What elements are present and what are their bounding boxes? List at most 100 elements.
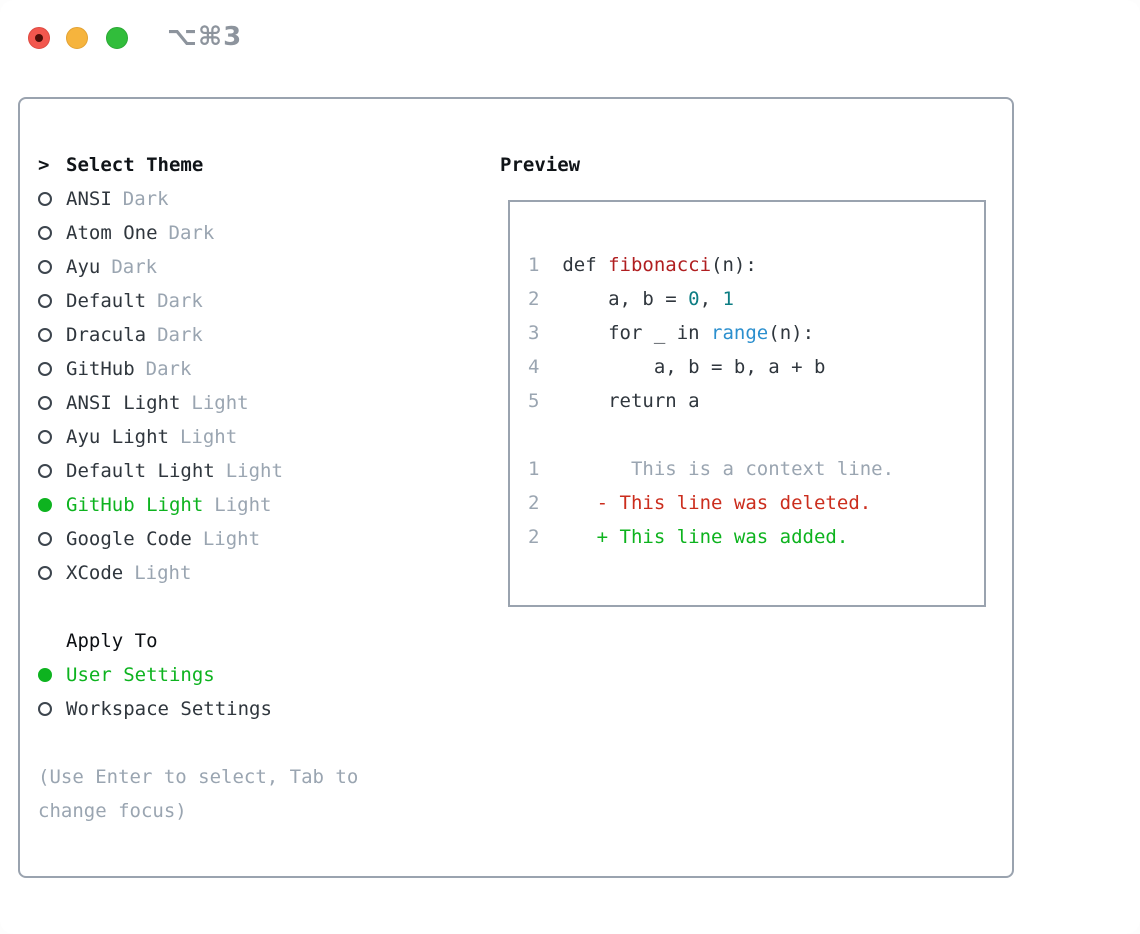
radio-icon: [38, 464, 52, 478]
theme-variant: Dark: [145, 358, 192, 380]
theme-variant: Dark: [157, 324, 203, 346]
theme-item-atom-one-dark[interactable]: Atom One Dark: [38, 216, 358, 250]
radio-selected-icon: [38, 668, 52, 682]
hint-text-line-2: change focus): [38, 800, 187, 822]
code-line: 1 def fibonacci(n):: [528, 248, 894, 282]
theme-item-xcode[interactable]: XCode Light: [38, 556, 358, 590]
theme-item-ansi-light[interactable]: ANSI Light Light: [38, 386, 358, 420]
spacer: [38, 726, 358, 760]
theme-item-ansi-dark[interactable]: ANSI Dark: [38, 182, 358, 216]
preview-box: 1 def fibonacci(n): 2 a, b = 0, 1 3 for …: [508, 200, 986, 607]
radio-icon: [38, 260, 52, 274]
code-segment: range: [711, 322, 769, 344]
code-segment: fibonacci: [608, 254, 712, 276]
code-segment: 3: [528, 322, 540, 344]
theme-item-ayu-dark[interactable]: Ayu Dark: [38, 250, 358, 284]
code-segment: This is a context line.: [539, 458, 895, 480]
radio-icon: [38, 396, 52, 410]
radio-icon: [38, 430, 52, 444]
theme-variant: Light: [225, 460, 283, 482]
code-line: 4 a, b = b, a + b: [528, 350, 894, 384]
minimize-button[interactable]: [66, 27, 88, 49]
theme-item-default-dark[interactable]: Default Dark: [38, 284, 358, 318]
code-segment: a, b =: [539, 288, 689, 310]
theme-list: > Select Theme ANSI Dark Atom One Dark A…: [38, 148, 358, 828]
theme-name: Default: [66, 290, 147, 312]
code-segment: + This line was added.: [596, 526, 849, 548]
code-line: 2 a, b = 0, 1: [528, 282, 894, 316]
diff-added-line: 2 + This line was added.: [528, 520, 894, 554]
zoom-button[interactable]: [106, 27, 128, 49]
code-line-blank: [528, 418, 894, 452]
theme-variant: Dark: [157, 290, 203, 312]
theme-variant: Light: [179, 426, 238, 448]
diff-context-line: 1 This is a context line.: [528, 452, 894, 486]
theme-item-github-dark[interactable]: GitHub Dark: [38, 352, 358, 386]
code-segment: return a: [539, 390, 700, 412]
theme-variant: Dark: [122, 188, 169, 210]
theme-variant: Dark: [168, 222, 215, 244]
code-preview: 1 def fibonacci(n): 2 a, b = 0, 1 3 for …: [528, 248, 894, 554]
code-segment: 1: [722, 288, 734, 310]
theme-name: Ayu: [66, 256, 101, 278]
theme-name: GitHub: [66, 358, 135, 380]
code-line: 5 return a: [528, 384, 894, 418]
preview-title: Preview: [500, 154, 581, 176]
close-button[interactable]: [28, 27, 50, 49]
radio-icon: [38, 532, 52, 546]
theme-name: Default Light: [66, 460, 215, 482]
apply-to-title: Apply To: [66, 630, 158, 652]
code-segment: 4: [528, 356, 540, 378]
code-segment: a, b = b, a + b: [539, 356, 826, 378]
code-segment: - This line was deleted.: [596, 492, 872, 514]
theme-variant: Light: [134, 562, 192, 584]
theme-item-github-light[interactable]: GitHub Light Light: [38, 488, 358, 522]
theme-name: Atom One: [66, 222, 158, 244]
theme-name: XCode: [66, 562, 124, 584]
option-label: Workspace Settings: [66, 698, 272, 720]
select-theme-header: > Select Theme: [38, 148, 358, 182]
theme-name: GitHub Light: [66, 494, 204, 516]
theme-variant: Light: [202, 528, 261, 550]
code-segment: 1: [528, 254, 540, 276]
theme-item-default-light[interactable]: Default Light Light: [38, 454, 358, 488]
code-line: 3 for _ in range(n):: [528, 316, 894, 350]
code-segment: ,: [699, 288, 723, 310]
theme-variant: Light: [191, 392, 249, 414]
theme-name: Dracula: [66, 324, 147, 346]
code-segment: 2: [528, 492, 540, 514]
radio-icon: [38, 362, 52, 376]
code-segment: [539, 526, 596, 548]
theme-item-google-code[interactable]: Google Code Light: [38, 522, 358, 556]
radio-icon: [38, 328, 52, 342]
code-segment: [539, 492, 596, 514]
theme-name: Google Code: [66, 528, 192, 550]
radio-icon: [38, 192, 52, 206]
theme-item-ayu-light[interactable]: Ayu Light Light: [38, 420, 358, 454]
code-segment: 2: [528, 288, 540, 310]
option-label: User Settings: [66, 664, 215, 686]
code-segment: 5: [528, 390, 540, 412]
theme-name: ANSI: [66, 188, 112, 210]
radio-selected-icon: [38, 498, 52, 512]
theme-variant: Light: [214, 494, 272, 516]
theme-name: ANSI Light: [66, 392, 181, 414]
hint-text-line-1: (Use Enter to select, Tab to: [38, 766, 359, 788]
prompt-icon: >: [38, 154, 50, 176]
close-dot-icon: [35, 34, 43, 42]
titlebar: ⌥⌘3: [0, 0, 1140, 97]
code-segment: 1: [528, 458, 540, 480]
code-segment: (n):: [768, 322, 815, 344]
code-segment: for _ in: [539, 322, 712, 344]
apply-to-header: Apply To: [38, 624, 358, 658]
theme-item-dracula-dark[interactable]: Dracula Dark: [38, 318, 358, 352]
theme-dialog-panel: > Select Theme ANSI Dark Atom One Dark A…: [18, 97, 1014, 878]
radio-icon: [38, 226, 52, 240]
code-segment: (n):: [711, 254, 757, 276]
apply-to-user-settings[interactable]: User Settings: [38, 658, 358, 692]
theme-name: Ayu Light: [66, 426, 169, 448]
code-segment: 2: [528, 526, 540, 548]
apply-to-workspace-settings[interactable]: Workspace Settings: [38, 692, 358, 726]
radio-icon: [38, 702, 52, 716]
